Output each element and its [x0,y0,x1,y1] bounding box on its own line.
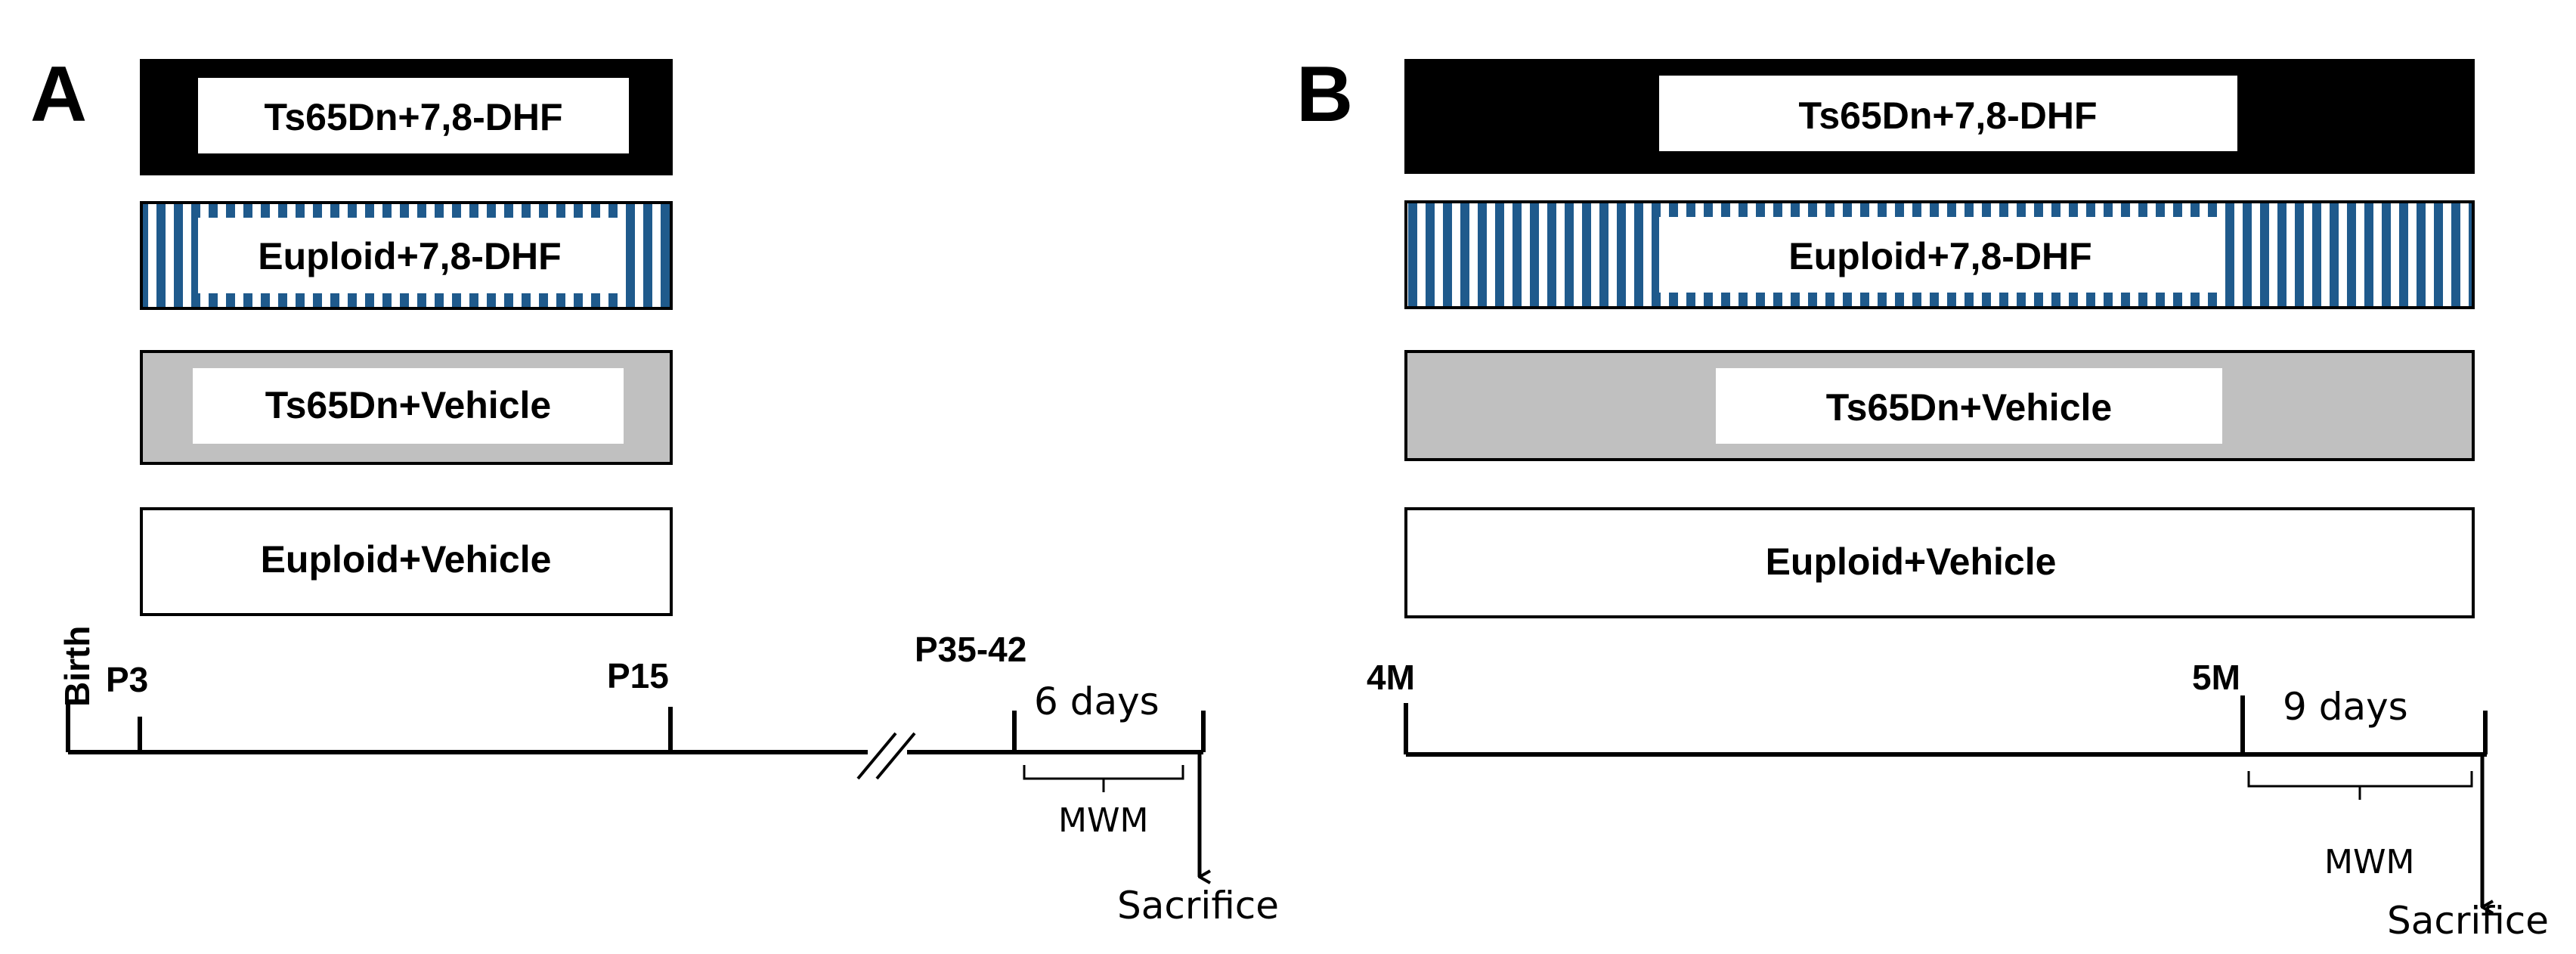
panel-a-timeline [66,703,1206,780]
panel-b-duration: 9 days [2283,685,2408,729]
panel-a-label-euploid-dhf: Euploid+7,8-DHF [258,235,561,277]
panel-b-label-euploid-vehicle: Euploid+Vehicle [1766,540,2057,583]
panel-a-letter: A [30,51,87,138]
panel-b-tick-4m: 4M [1367,658,1415,697]
panel-a-mwm-bracket [1023,765,1184,792]
panel-b-bar-euploid-vehicle: Euploid+Vehicle [1404,507,2475,618]
panel-a-sacrifice-label: Sacrifice [1117,884,1279,928]
panel-a-bar-euploid-dhf: Euploid+7,8-DHF [140,201,673,310]
panel-b-bar-euploid-dhf: Euploid+7,8-DHF [1404,200,2475,309]
panel-b-mwm-label: MWM [2324,843,2414,881]
panel-b-label-ts65dn-vehicle: Ts65Dn+Vehicle [1826,386,2112,429]
panel-b-label-euploid-dhf: Euploid+7,8-DHF [1788,235,2091,277]
panel-b-timeline [1404,695,2488,757]
panel-a-tick-p3: P3 [106,660,148,699]
panel-a-bar-euploid-vehicle: Euploid+Vehicle [140,507,673,616]
panel-b-tick-5m: 5M [2192,658,2240,697]
panel-a-mwm-label: MWM [1058,801,1148,840]
panel-a-axis-break [856,732,897,780]
panel-a-tick-p35-42: P35-42 [915,630,1026,669]
panel-a-duration: 6 days [1034,680,1160,723]
panel-b-letter: B [1296,51,1353,138]
panel-a: A Ts65Dn+7,8-DHF Euploid+7,8-DHF Ts65Dn+… [30,51,1279,928]
panel-a-label-ts65dn-vehicle: Ts65Dn+Vehicle [265,384,551,426]
panel-b-bar-ts65dn-vehicle: Ts65Dn+Vehicle [1404,350,2475,461]
panel-a-tick-p15: P15 [607,656,669,695]
panel-b-bar-ts65dn-dhf: Ts65Dn+7,8-DHF [1404,59,2475,174]
panel-b-sacrifice-label: Sacrifice [2387,899,2549,943]
panel-a-tick-birth: Birth [57,626,97,707]
panel-b: B Ts65Dn+7,8-DHF Euploid+7,8-DHF Ts65Dn+… [1296,51,2549,943]
panel-a-bar-ts65dn-vehicle: Ts65Dn+Vehicle [140,350,673,465]
panel-b-mwm-bracket [2247,771,2473,800]
panel-a-label-ts65dn-dhf: Ts65Dn+7,8-DHF [264,96,562,138]
panel-a-label-euploid-vehicle: Euploid+Vehicle [261,538,552,581]
panel-b-label-ts65dn-dhf: Ts65Dn+7,8-DHF [1798,94,2097,137]
panel-a-bar-ts65dn-dhf: Ts65Dn+7,8-DHF [140,59,673,175]
